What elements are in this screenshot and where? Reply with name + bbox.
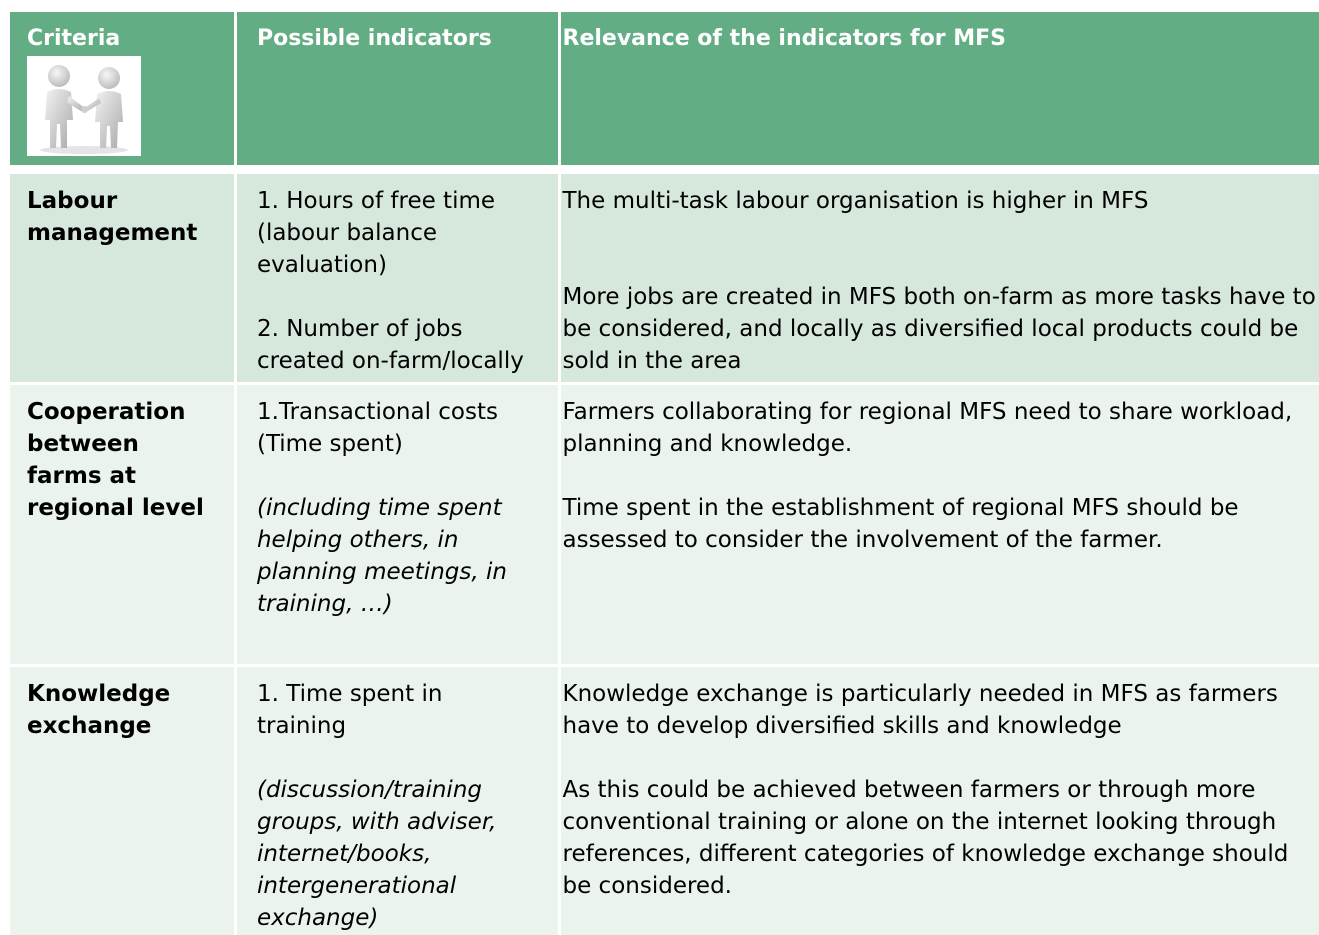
indicator-item: 1. Time spent in training <box>256 681 443 739</box>
header-cell-indicators: Possible indicators <box>236 12 558 165</box>
relevance-item: Farmers collaborating for regional MFS n… <box>562 399 1293 457</box>
criteria-label: Labour management <box>27 188 198 246</box>
indicator-note: (discussion/training groups, with advise… <box>256 777 497 931</box>
indicator-item: 1. Hours of free time (labour balance ev… <box>256 188 496 278</box>
relevance-cell: Farmers collaborating for regional MFS n… <box>560 385 1319 664</box>
criteria-label: Knowledge exchange <box>27 681 171 739</box>
handshake-figures-icon <box>27 56 141 156</box>
table-row: Knowledge exchange 1. Time spent in trai… <box>10 667 1319 935</box>
relevance-item: As this could be achieved between farmer… <box>562 777 1289 899</box>
relevance-item: More jobs are created in MFS both on-far… <box>562 284 1316 374</box>
relevance-text: Farmers collaborating for regional MFS n… <box>563 396 1316 556</box>
table-row: Labour management 1. Hours of free time … <box>10 174 1319 382</box>
indicators-text: 1. Hours of free time (labour balance ev… <box>257 185 552 377</box>
indicator-note: (including time spent helping others, in… <box>256 495 507 617</box>
table-header-row: Criteria <box>10 12 1319 165</box>
relevance-item: The multi-task labour organisation is hi… <box>562 188 1149 214</box>
relevance-text: Knowledge exchange is particularly neede… <box>563 678 1316 902</box>
relevance-text: The multi-task labour organisation is hi… <box>563 185 1316 377</box>
indicators-text: 1.Transactional costs (Time spent) (incl… <box>257 396 552 620</box>
relevance-item: Time spent in the establishment of regio… <box>562 495 1239 553</box>
criteria-cell: Labour management <box>10 174 234 382</box>
relevance-cell: Knowledge exchange is particularly neede… <box>560 667 1319 935</box>
criteria-label: Cooperation between farms at regional le… <box>27 399 204 521</box>
criteria-cell: Knowledge exchange <box>10 667 234 935</box>
header-indicators-label: Possible indicators <box>256 26 492 51</box>
header-relevance-label: Relevance of the indicators for MFS <box>562 26 1006 51</box>
indicators-cell: 1.Transactional costs (Time spent) (incl… <box>236 385 558 664</box>
indicators-cell: 1. Hours of free time (labour balance ev… <box>236 174 558 382</box>
indicator-item: 2. Number of jobs created on-farm/locall… <box>256 316 524 374</box>
table-row: Cooperation between farms at regional le… <box>10 385 1319 664</box>
indicators-table: Criteria <box>10 12 1319 935</box>
criteria-cell: Cooperation between farms at regional le… <box>10 385 234 664</box>
header-cell-relevance: Relevance of the indicators for MFS <box>560 12 1319 165</box>
relevance-item: Knowledge exchange is particularly neede… <box>562 681 1278 739</box>
header-criteria-label: Criteria <box>27 26 121 51</box>
indicator-item: 1.Transactional costs (Time spent) <box>256 399 498 457</box>
indicators-cell: 1. Time spent in training (discussion/tr… <box>236 667 558 935</box>
indicators-text: 1. Time spent in training (discussion/tr… <box>257 678 552 934</box>
relevance-cell: The multi-task labour organisation is hi… <box>560 174 1319 382</box>
header-cell-criteria: Criteria <box>10 12 234 165</box>
